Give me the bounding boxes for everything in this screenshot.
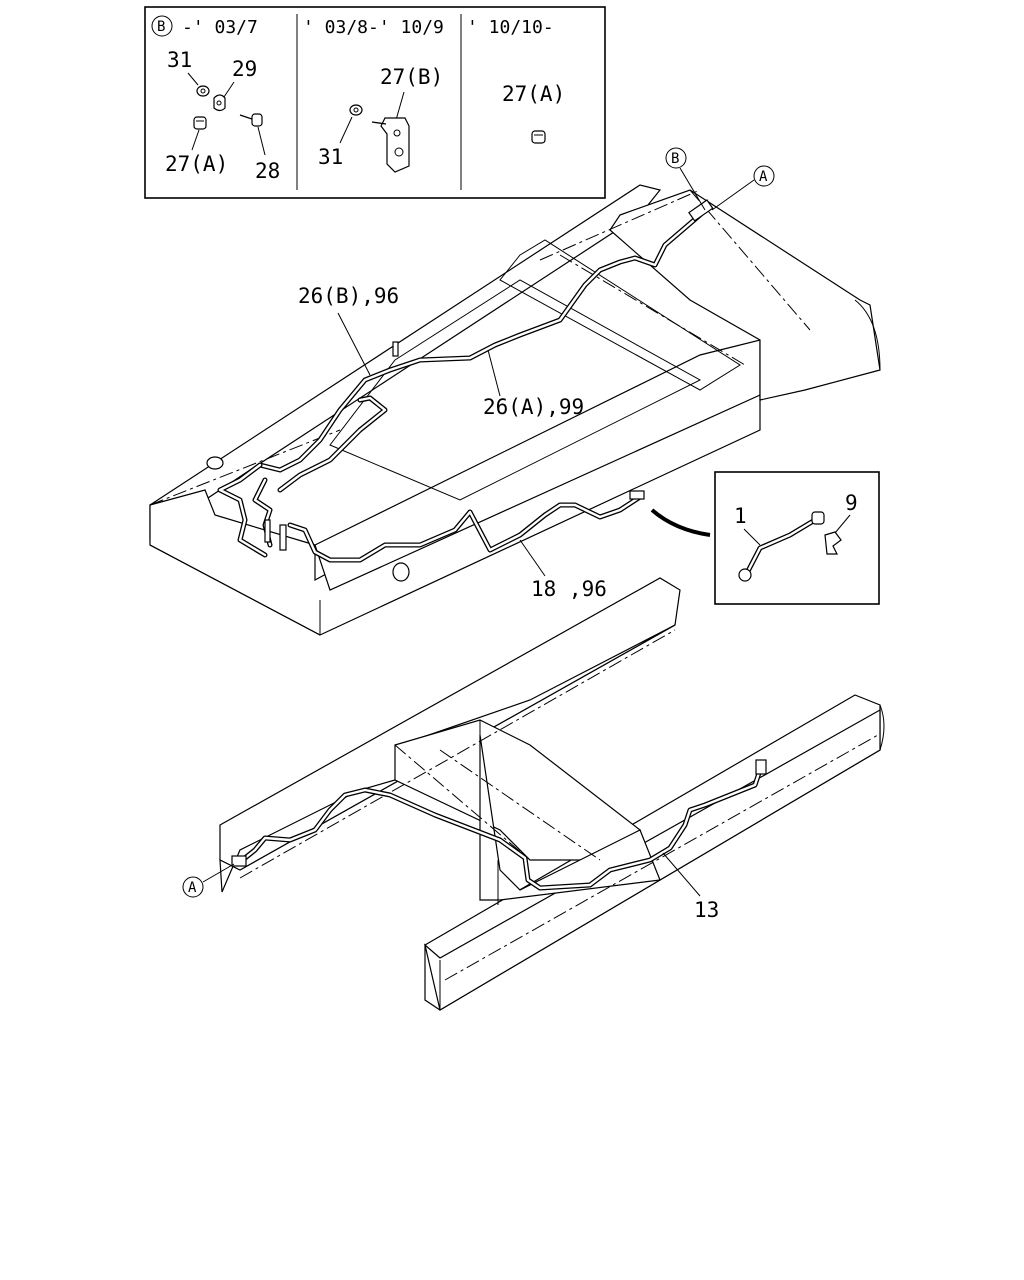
nut-31-icon xyxy=(196,85,210,97)
marker-a-bottom-callout: A xyxy=(188,880,197,896)
bracket-27b-icon xyxy=(371,117,410,173)
inset-variants-box: B -' 03/7 ' 03/8-' 10/9 ' 10/10- 31 29 2… xyxy=(144,6,606,199)
col3-header: ' 10/10- xyxy=(467,17,554,38)
callout-26a-99: 26(A),99 xyxy=(483,395,584,419)
part-31b-label: 31 xyxy=(318,145,343,169)
part-31-label: 31 xyxy=(167,48,192,72)
bolt-28-icon xyxy=(239,113,263,127)
part-29-label: 29 xyxy=(232,57,257,81)
callout-26b-96: 26(B),96 xyxy=(298,284,399,308)
pipe-26 xyxy=(217,199,714,558)
marker-b-callout: B xyxy=(671,151,679,167)
col2-header: ' 03/8-' 10/9 xyxy=(303,17,444,38)
pipe-13 xyxy=(231,759,767,891)
detail-arrow xyxy=(650,508,711,537)
nut-27a-left-icon xyxy=(193,116,207,130)
marker-a-top-callout: A xyxy=(759,169,768,185)
inset-hose-detail: 1 9 xyxy=(714,471,880,605)
part-27a-right-label: 27(A) xyxy=(502,82,565,106)
callouts-upper: B A 26(B),96 26(A),99 18 ,96 xyxy=(298,147,775,601)
front-frame-assembly xyxy=(219,577,885,1011)
callouts-lower: A 13 xyxy=(182,852,719,922)
nut-31b-icon xyxy=(349,104,363,116)
part-28-label: 28 xyxy=(255,159,280,183)
marker-b-header: B xyxy=(157,19,165,35)
callout-18-96: 18 ,96 xyxy=(531,577,607,601)
part-1-label: 1 xyxy=(734,504,747,528)
part-9-label: 9 xyxy=(845,491,858,515)
nut-27a-right-icon xyxy=(531,130,546,144)
part-27a-left-label: 27(A) xyxy=(165,152,228,176)
col1-header: -' 03/7 xyxy=(182,17,258,38)
clip-29-icon xyxy=(213,94,226,112)
callout-13: 13 xyxy=(694,898,719,922)
part-27b-label: 27(B) xyxy=(380,65,443,89)
pipe-18 xyxy=(264,490,645,563)
